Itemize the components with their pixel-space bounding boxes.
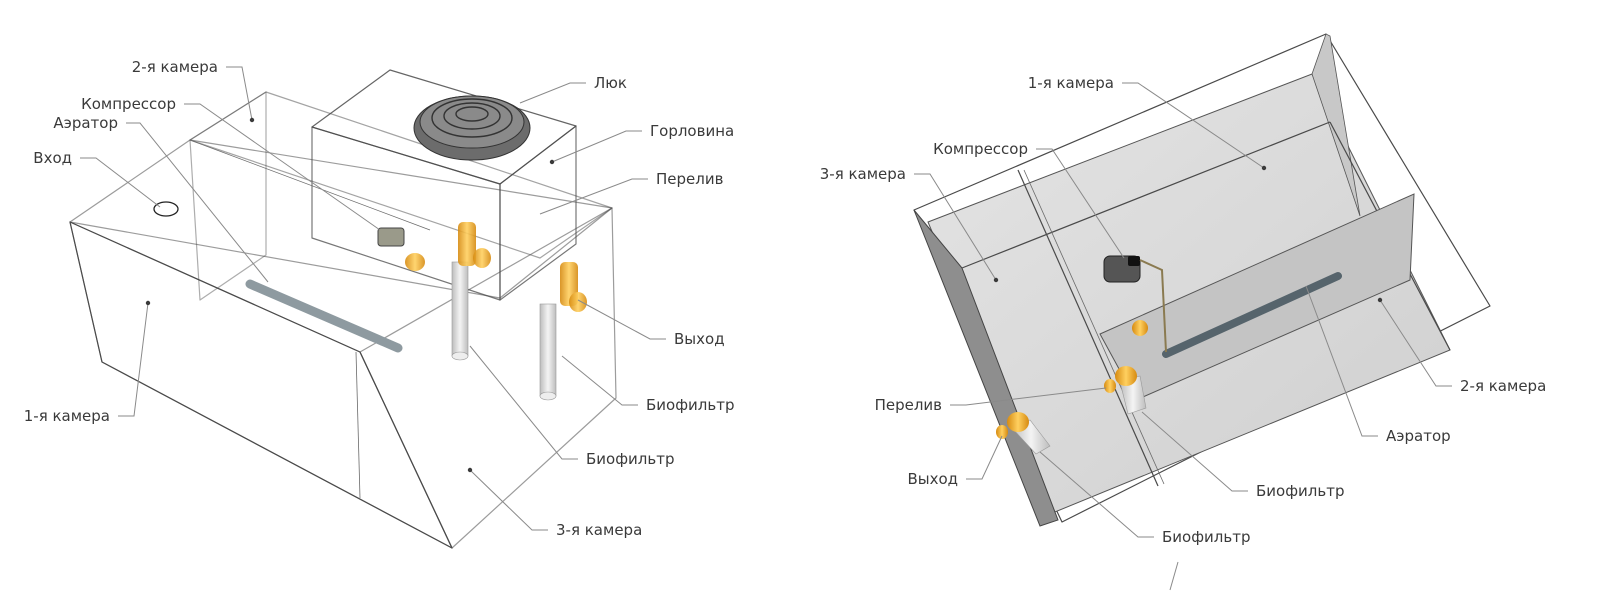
- right-compressor-icon: [1103, 255, 1167, 353]
- right-fitting-icon: [996, 320, 1148, 439]
- label-hatch: Люк: [594, 74, 627, 92]
- right-aerator-icon: [1162, 272, 1342, 358]
- right-label-biofilter-b: Биофильтр: [1162, 528, 1250, 546]
- fitting-icon: [405, 222, 587, 312]
- label-chamber-1: 1-я камера: [24, 407, 110, 425]
- label-compressor: Компрессор: [81, 95, 176, 113]
- left-labels: 2-я камера Компрессор Аэратор Вход Люк Г…: [24, 58, 735, 539]
- right-tank-illustration: [913, 33, 1491, 527]
- right-label-biofilter-a: Биофильтр: [1256, 482, 1344, 500]
- label-overflow: Перелив: [656, 170, 723, 188]
- label-biofilter-a: Биофильтр: [646, 396, 734, 414]
- aerator-icon: [245, 279, 403, 353]
- right-label-aerator: Аэратор: [1386, 427, 1451, 445]
- label-aerator: Аэратор: [53, 114, 118, 132]
- label-biofilter-b: Биофильтр: [586, 450, 674, 468]
- left-tank-illustration: [69, 69, 617, 549]
- hatch-icon: [413, 95, 531, 161]
- right-label-chamber-2: 2-я камера: [1460, 377, 1546, 395]
- right-label-outlet: Выход: [907, 470, 958, 488]
- label-chamber-2: 2-я камера: [132, 58, 218, 76]
- label-chamber-3: 3-я камера: [556, 521, 642, 539]
- right-label-overflow: Перелив: [875, 396, 942, 414]
- label-outlet: Выход: [674, 330, 725, 348]
- label-inlet: Вход: [33, 149, 72, 167]
- right-label-compressor: Компрессор: [933, 140, 1028, 158]
- right-label-chamber-3: 3-я камера: [820, 165, 906, 183]
- right-label-chamber-1: 1-я камера: [1028, 74, 1114, 92]
- label-neck: Горловина: [650, 122, 734, 140]
- biofilter-icon: [451, 261, 557, 401]
- compressor-icon: [377, 227, 405, 247]
- inlet-icon: [153, 201, 179, 217]
- right-labels: 1-я камера Компрессор 3-я камера Перелив…: [820, 74, 1546, 591]
